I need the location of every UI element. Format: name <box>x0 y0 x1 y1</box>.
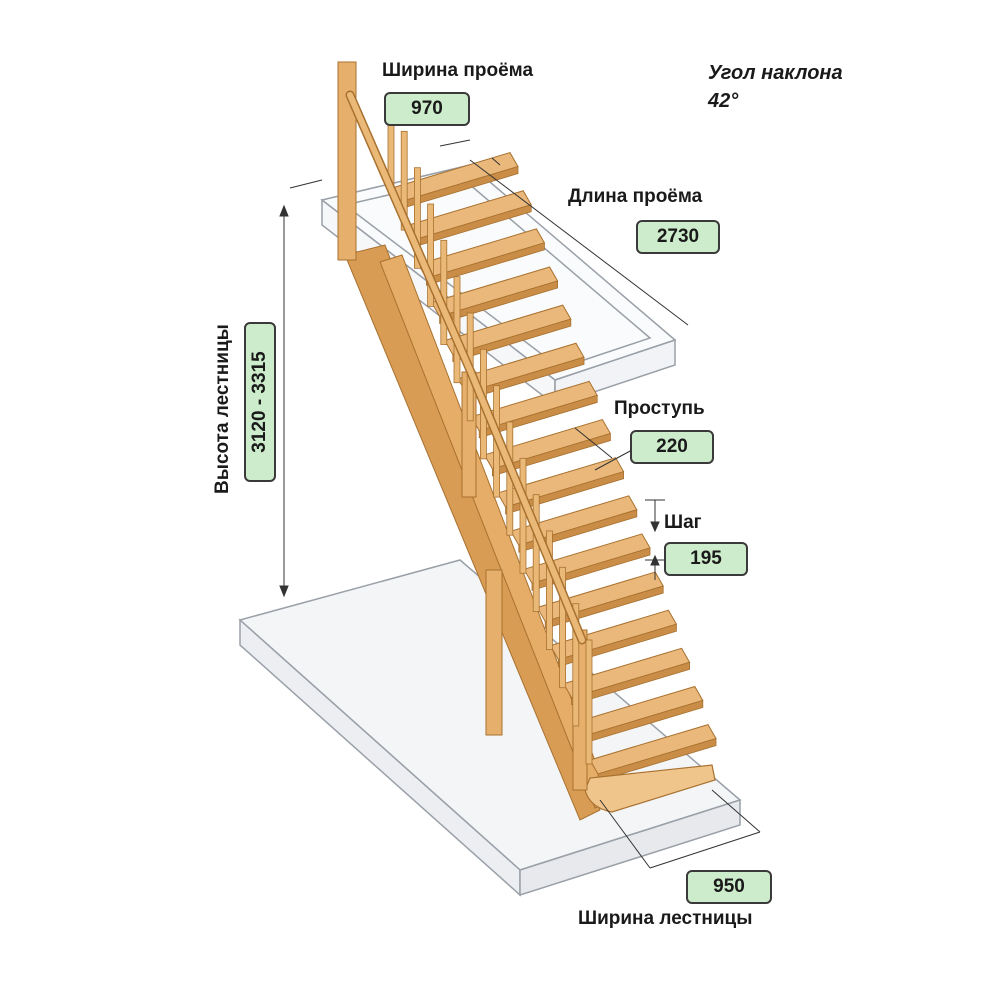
stair-baluster <box>440 239 448 345</box>
dimension-lines <box>279 139 761 869</box>
tread-label: Проступь <box>614 398 705 419</box>
stair-baluster <box>519 457 527 574</box>
stair-baluster <box>572 603 580 727</box>
opening-width-value: 970 <box>384 92 470 126</box>
tread-value: 220 <box>630 430 714 464</box>
step-value: 195 <box>664 542 748 576</box>
angle-value: 42° <box>708 90 739 112</box>
stair-width-label: Ширина лестницы <box>578 908 753 929</box>
stair-tread <box>562 647 691 706</box>
first-step <box>584 764 716 813</box>
stair-width-value: 950 <box>686 870 772 904</box>
opening-length-label: Длина проёма <box>568 186 703 207</box>
handrail <box>345 90 587 645</box>
stair-baluster <box>585 639 593 765</box>
opening-width-label: Ширина проёма <box>382 60 534 81</box>
stair-baluster <box>427 203 435 307</box>
stair-baluster <box>532 494 540 612</box>
stair-tread <box>417 228 546 286</box>
stair-height-value: 3120 - 3315 <box>244 322 276 482</box>
stair-baluster <box>559 566 566 689</box>
stair-height-label: Высота лестницы <box>212 324 233 494</box>
opening-length-value: 2730 <box>636 220 720 254</box>
stair-baluster <box>546 530 553 650</box>
stair-baluster <box>413 167 421 269</box>
step-label: Шаг <box>664 512 702 533</box>
angle-title: Угол наклона <box>708 62 843 84</box>
